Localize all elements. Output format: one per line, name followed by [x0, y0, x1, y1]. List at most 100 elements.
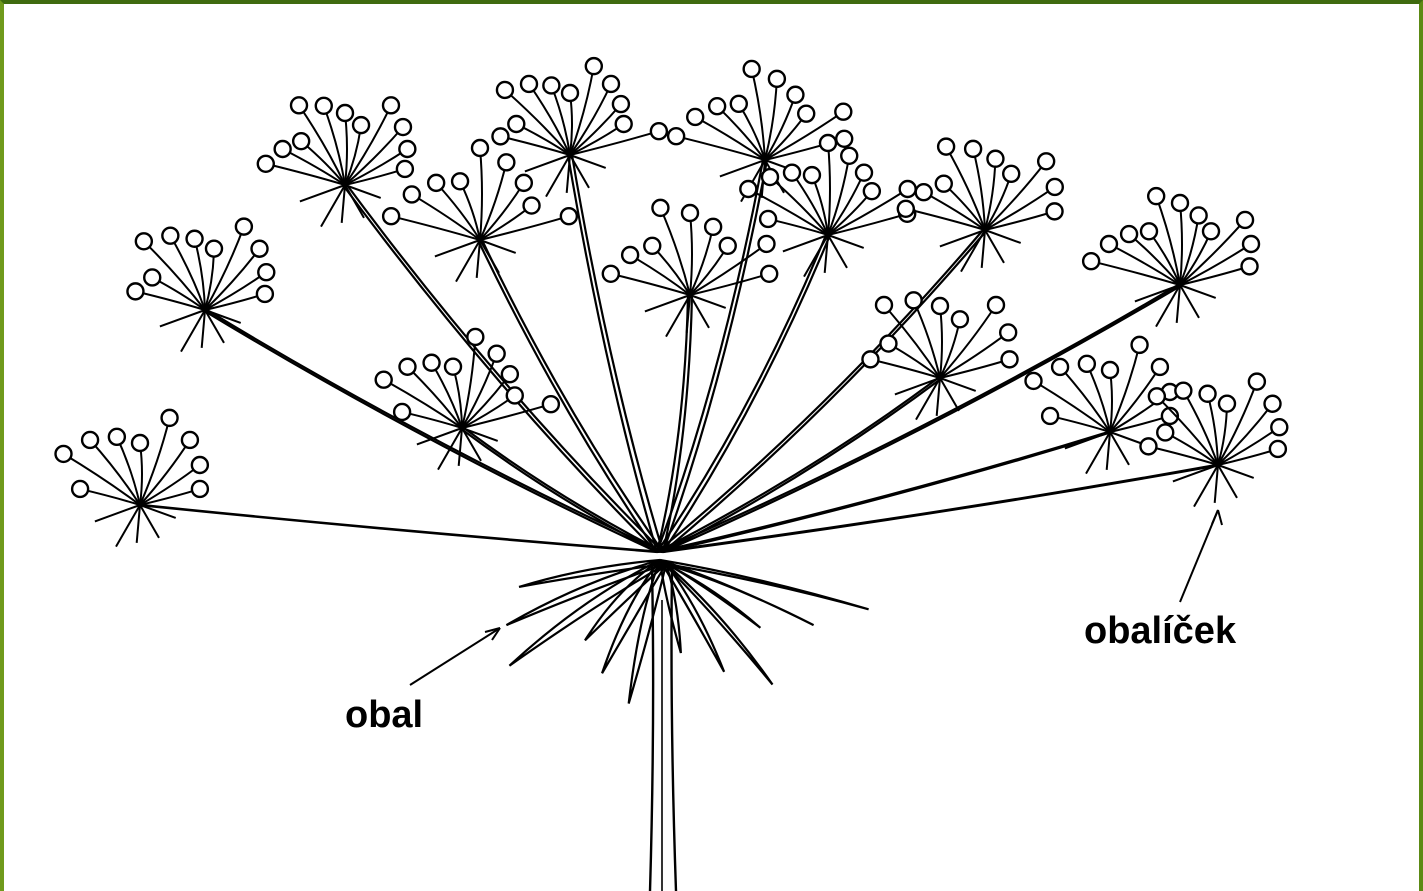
flower-bud: [192, 457, 208, 473]
flower-bud: [1203, 223, 1219, 239]
flower-bud: [1083, 253, 1099, 269]
flower-bud: [404, 186, 420, 202]
flower-bud: [740, 181, 756, 197]
flower-bud: [132, 435, 148, 451]
flower-bud: [932, 298, 948, 314]
pedicel: [828, 143, 830, 235]
flower-bud: [586, 58, 602, 74]
pedicel: [1110, 345, 1140, 432]
umbellets: [56, 58, 1288, 546]
flower-bud: [1243, 236, 1259, 252]
flower-bud: [784, 165, 800, 181]
involucel-bract: [435, 240, 480, 256]
flower-bud: [383, 208, 399, 224]
pedicel: [690, 227, 713, 295]
pedicel: [140, 443, 142, 505]
flower-bud: [376, 372, 392, 388]
flower-bud: [965, 141, 981, 157]
flower-bud: [1042, 408, 1058, 424]
flower-bud: [489, 346, 505, 362]
flower-bud: [762, 169, 778, 185]
flower-bud: [682, 205, 698, 221]
pedicel: [345, 127, 403, 185]
flower-bud: [397, 161, 413, 177]
umbellet: [56, 410, 208, 547]
umbellet: [1083, 188, 1259, 326]
flower-bud: [769, 71, 785, 87]
flower-bud: [508, 116, 524, 132]
flower-bud: [144, 269, 160, 285]
primary-ray: [203, 310, 657, 552]
flower-bud: [876, 297, 892, 313]
flower-bud: [507, 387, 523, 403]
pedicel: [940, 359, 1010, 378]
flower-bud: [744, 61, 760, 77]
flower-bud: [1148, 188, 1164, 204]
flower-bud: [709, 98, 725, 114]
flower-bud: [798, 106, 814, 122]
pedicel: [940, 306, 942, 378]
pedicel: [940, 319, 960, 378]
flower-bud: [1191, 207, 1207, 223]
flower-bud: [162, 410, 178, 426]
flower-bud: [316, 98, 332, 114]
flower-bud: [1121, 226, 1137, 242]
flower-bud: [1026, 373, 1042, 389]
flower-bud: [1140, 438, 1156, 454]
flower-bud: [182, 432, 198, 448]
flower-bud: [187, 231, 203, 247]
pedicel: [1110, 370, 1112, 432]
flower-bud: [1079, 356, 1095, 372]
pedicel: [1218, 382, 1257, 465]
flower-bud: [1047, 179, 1063, 195]
flower-bud: [835, 104, 851, 120]
flower-bud: [498, 154, 514, 170]
flower-bud: [258, 156, 274, 172]
pedicel: [345, 113, 347, 185]
flower-bud: [109, 429, 125, 445]
umbellet: [898, 139, 1063, 272]
pedicel: [140, 440, 190, 505]
flower-bud: [705, 219, 721, 235]
umbellet: [862, 292, 1017, 419]
involucre-label: obal: [345, 696, 423, 734]
flower-bud: [1038, 153, 1054, 169]
flower-bud: [543, 77, 559, 93]
flower-bud: [720, 238, 736, 254]
involucel-bract: [645, 295, 690, 311]
involucre-bracts: [506, 560, 868, 704]
flower-bud: [603, 266, 619, 282]
pedicel: [135, 291, 205, 310]
flower-bud: [1047, 203, 1063, 219]
pedicel: [1165, 432, 1218, 465]
flower-bud: [467, 329, 483, 345]
flower-bud: [472, 140, 488, 156]
flower-bud: [1270, 441, 1286, 457]
pedicel: [1148, 446, 1218, 465]
flower-bud: [492, 128, 508, 144]
involucre-bract: [660, 560, 814, 625]
pedicel: [460, 181, 480, 240]
pedicel: [1180, 203, 1182, 285]
flower-bud: [841, 148, 857, 164]
pedicel: [480, 148, 482, 240]
flower-bud: [804, 167, 820, 183]
umbellet: [376, 329, 559, 470]
umbellet: [127, 219, 274, 352]
pedicel: [500, 136, 570, 155]
flower-bud: [383, 97, 399, 113]
primary-ray: [568, 155, 657, 552]
flower-bud: [399, 359, 415, 375]
flower-bud: [760, 211, 776, 227]
flower-bud: [127, 283, 143, 299]
involucel-bract: [940, 230, 985, 246]
involucre-pointer: [410, 628, 500, 685]
flower-bud: [613, 96, 629, 112]
flower-bud: [856, 165, 872, 181]
pedicel: [90, 440, 140, 505]
flower-bud: [687, 109, 703, 125]
involucre-arrowhead: [485, 628, 500, 640]
main-stem: [650, 566, 676, 891]
pedicel: [140, 489, 200, 505]
flower-bud: [1003, 166, 1019, 182]
